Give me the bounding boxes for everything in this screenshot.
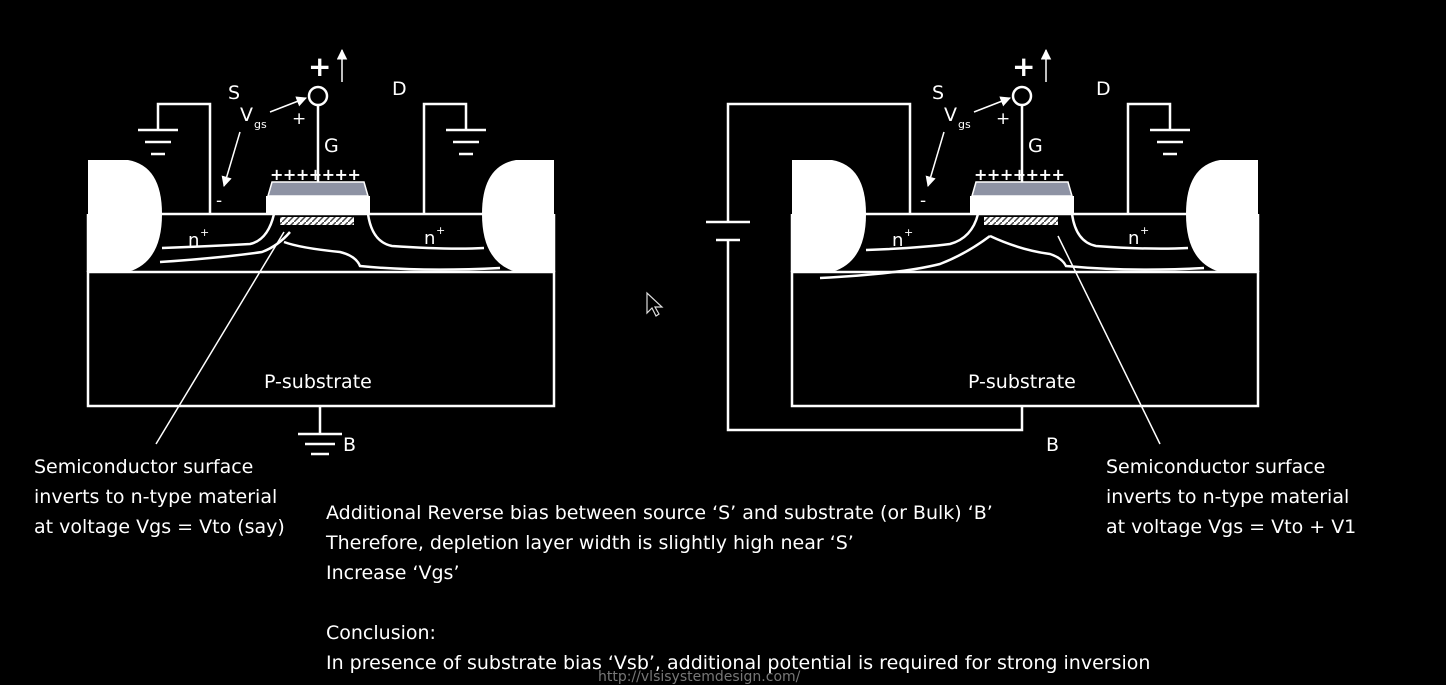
left-source-junction (161, 213, 276, 250)
right-pointer-line (1057, 235, 1161, 445)
explanation-line: Therefore, depletion layer width is slig… (326, 532, 854, 554)
left-vgs-plus: + (292, 109, 306, 129)
left-note: Semiconductor surface inverts to n-type … (34, 452, 285, 542)
right-substrate-label: P-substrate (968, 371, 1076, 393)
left-bulk-label: B (343, 434, 356, 456)
right-vgs-minus-arrow (925, 131, 945, 188)
conclusion-heading: Conclusion: (326, 622, 436, 644)
right-source-nplus-sup: + (904, 226, 913, 239)
right-bulk-label: B (1046, 434, 1059, 456)
left-source-nplus-sup: + (200, 226, 209, 239)
right-drain-nplus: n (1128, 228, 1139, 249)
left-gate-terminal (307, 85, 329, 107)
right-source-nplus: n (892, 230, 903, 251)
right-drain-nplus-sup: + (1140, 224, 1149, 237)
right-source-label: S (932, 82, 944, 104)
left-vgs-label: V (240, 104, 253, 126)
left-mosfet: S D G + V gs + - +++++++ n + n + P-subst… (86, 48, 556, 456)
right-drain-label: D (1096, 78, 1111, 100)
right-drain-wire (1126, 102, 1172, 214)
right-inversion-channel (984, 217, 1058, 225)
left-source-contact (88, 160, 162, 272)
right-bulk-wire (726, 240, 1024, 432)
left-gate-electrode (267, 181, 369, 197)
left-drain-nplus-sup: + (436, 224, 445, 237)
left-vgs-subscript: gs (254, 118, 267, 131)
right-source-wire (726, 102, 912, 222)
center-explanation: Additional Reverse bias between source ‘… (326, 498, 1150, 678)
left-vgs-minus-arrow (221, 131, 241, 188)
left-vgs-plus-arrow (269, 96, 307, 113)
left-drain-contact (482, 160, 554, 272)
watermark-url: http://vlsisystemdesign.com/ (598, 669, 801, 685)
left-drain-nplus: n (424, 228, 435, 249)
right-source-junction (865, 213, 980, 252)
right-note-line: inverts to n-type material (1106, 486, 1350, 508)
left-gate-plus-big: + (308, 50, 331, 83)
explanation-line: Increase ‘Vgs’ (326, 562, 460, 584)
left-drain-junction (366, 213, 485, 250)
right-mosfet: S D G + V gs + - +++++++ n + n + P-subst… (706, 48, 1260, 456)
left-source-nplus: n (188, 230, 199, 251)
left-drain-wire (422, 102, 468, 214)
right-vgs-minus: - (920, 191, 926, 211)
right-gate-charges: +++++++ (974, 165, 1064, 184)
right-note: Semiconductor surface inverts to n-type … (1106, 452, 1356, 542)
right-vgs-plus: + (996, 109, 1010, 129)
left-gate-label: G (324, 135, 339, 157)
right-note-line: Semiconductor surface (1106, 456, 1326, 478)
left-vgs-minus: - (216, 191, 222, 211)
right-substrate-body (790, 270, 1260, 408)
explanation-spacer (326, 588, 1150, 618)
left-note-line: Semiconductor surface (34, 456, 254, 478)
left-source-wire (156, 102, 212, 214)
right-vgs-label: V (944, 104, 957, 126)
right-note-line: at voltage Vgs = Vto + V1 (1106, 516, 1357, 538)
right-gate-oxide (970, 196, 1074, 214)
left-pointer-line (155, 231, 285, 445)
right-gate-plus-big: + (1012, 50, 1035, 83)
right-source-contact (792, 160, 866, 272)
right-gate-electrode (971, 181, 1073, 197)
left-gate-oxide (266, 196, 370, 214)
right-gate-label: G (1028, 135, 1043, 157)
left-gate-charges: +++++++ (270, 165, 360, 184)
explanation-line: Additional Reverse bias between source ‘… (326, 502, 993, 524)
left-drain-label: D (392, 78, 407, 100)
left-inversion-channel (280, 217, 354, 225)
right-drain-contact (1186, 160, 1258, 272)
left-source-label: S (228, 82, 240, 104)
left-substrate-label: P-substrate (264, 371, 372, 393)
right-gate-terminal (1011, 85, 1033, 107)
conclusion-text: In presence of substrate bias ‘Vsb’, add… (326, 652, 1151, 674)
right-drain-junction (1070, 213, 1189, 250)
right-vgs-plus-arrow (973, 96, 1011, 113)
mouse-cursor-icon (646, 291, 664, 317)
right-vgs-subscript: gs (958, 118, 971, 131)
left-note-line: inverts to n-type material (34, 486, 278, 508)
left-note-line: at voltage Vgs = Vto (say) (34, 516, 285, 538)
